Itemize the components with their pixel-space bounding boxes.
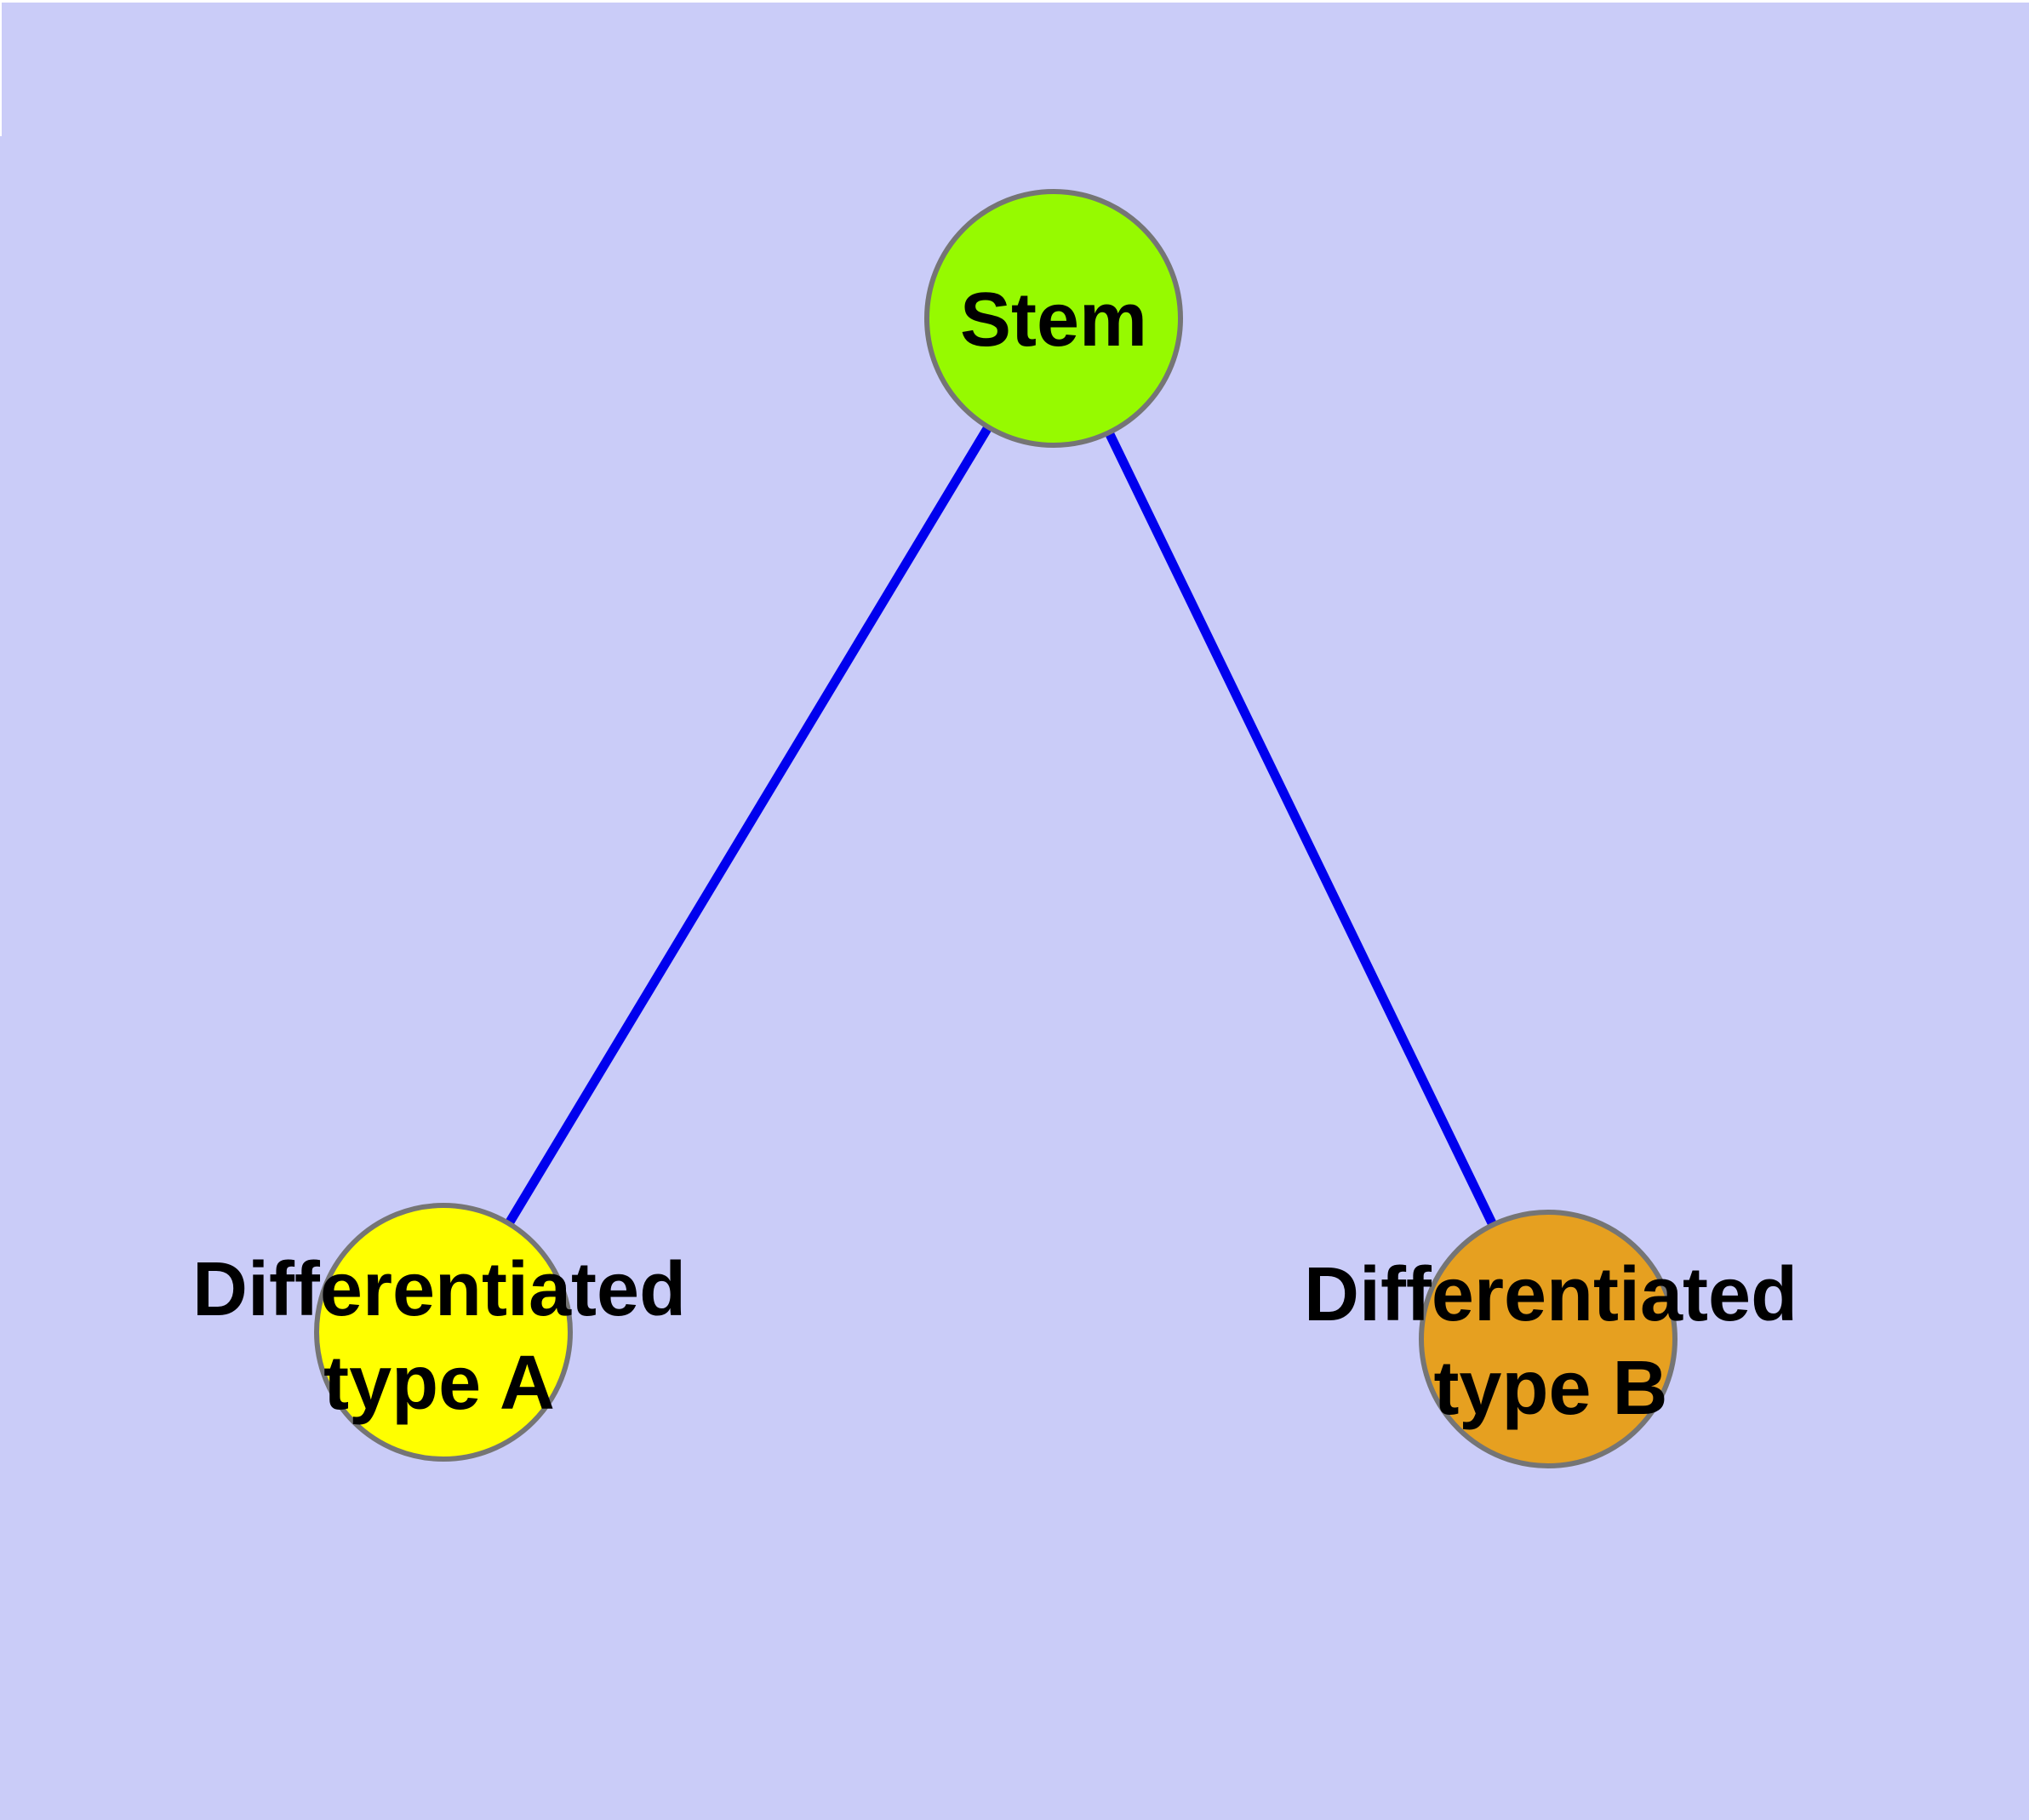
node-stem-label-line: Stem: [959, 278, 1148, 363]
node-type-a-label: Differentiated type A: [192, 1243, 686, 1430]
node-type-b-label-line-1: Differentiated: [1303, 1252, 1798, 1337]
node-stem-label: Stem: [960, 273, 1147, 367]
node-type-b-label: Differentiated type B: [1304, 1248, 1798, 1435]
edge-stem-to-type-a: [439, 316, 1058, 1335]
node-type-a-circle: [314, 1203, 573, 1462]
node-stem-circle: [924, 189, 1183, 448]
edge-stem-to-type-b: [1049, 316, 1552, 1342]
node-type-b-circle: [1419, 1210, 1677, 1468]
window-edge-top: [0, 0, 2029, 3]
node-type-a-label-line-1: Differentiated: [191, 1247, 687, 1332]
node-type-a-label-line-2: type A: [323, 1341, 555, 1426]
node-type-b-label-line-2: type B: [1433, 1346, 1668, 1431]
window-edge-left: [0, 0, 2, 136]
